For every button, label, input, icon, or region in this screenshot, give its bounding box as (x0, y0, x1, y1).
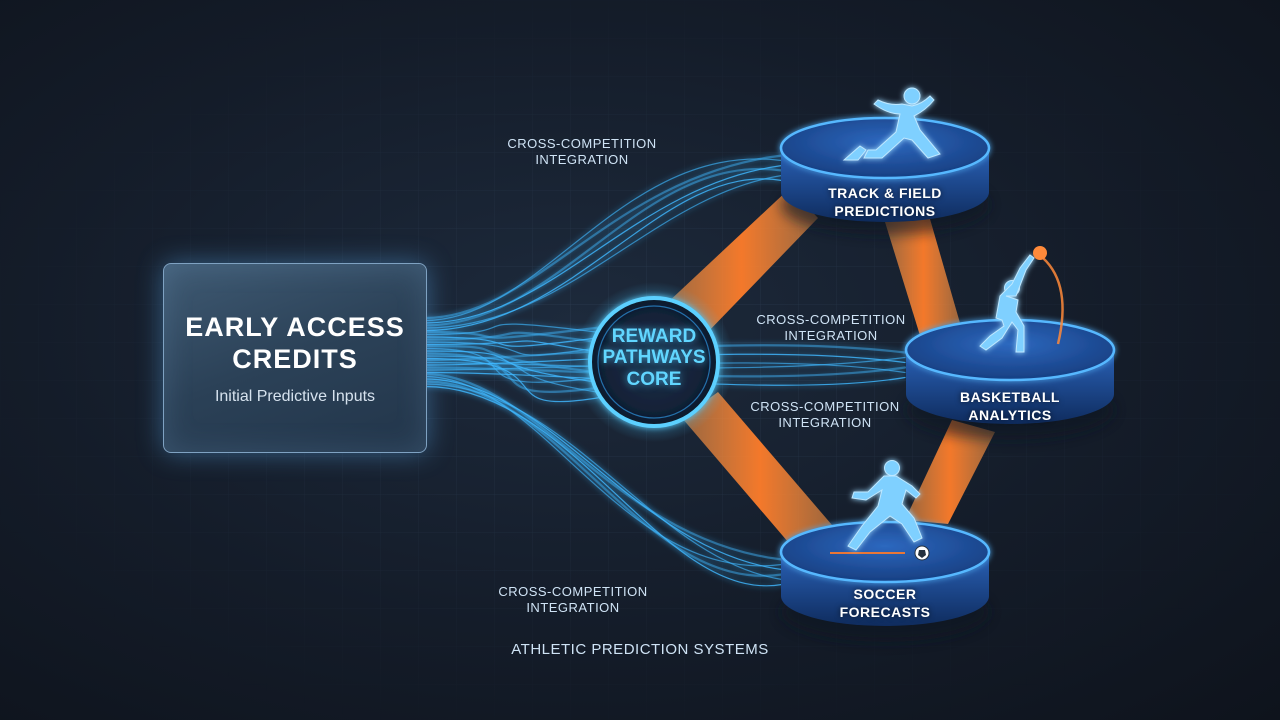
node-basketball (904, 318, 1116, 440)
start-box-subtitle: Initial Predictive Inputs (214, 388, 376, 405)
flow-line-9 (423, 331, 602, 344)
flow-line-14 (424, 350, 601, 384)
node-label-basketball: BASKETBALL ANALYTICS (960, 389, 1060, 423)
soccer-ball-icon (914, 545, 930, 561)
flow-line-5 (424, 178, 783, 332)
flow-line-26 (424, 378, 783, 571)
connection-label-right-lower: CROSS-COMPETITION INTEGRATION (750, 399, 900, 431)
flow-line-17 (424, 357, 601, 403)
flow-line-28 (424, 383, 783, 581)
orange-link-core-soccer (682, 392, 838, 556)
connection-label-top: CROSS-COMPETITION INTEGRATION (507, 136, 657, 168)
node-label-soccer: SOCCER FORECASTS (839, 586, 931, 620)
early-access-credits-box: EARLY ACCESS CREDITS Initial Predictive … (163, 263, 427, 453)
reward-core (574, 282, 734, 442)
basketball-player-icon (979, 254, 1035, 353)
orange-link-core-track (665, 188, 818, 335)
flow-line-29 (424, 385, 783, 587)
flow-line-4 (424, 174, 783, 329)
footer-caption: ATHLETIC PREDICTION SYSTEMS (511, 641, 769, 658)
connection-label-right-upper: CROSS-COMPETITION INTEGRATION (756, 312, 906, 344)
soccer-player-icon (847, 460, 923, 551)
orange-links (665, 188, 995, 556)
flow-line-2 (424, 164, 783, 324)
flow-line-16 (424, 355, 601, 394)
flow-line-7 (424, 323, 601, 336)
node-soccer (779, 520, 991, 642)
sprinter-icon (842, 87, 941, 161)
basketball-icon (1033, 246, 1064, 345)
flow-line-15 (423, 352, 602, 394)
flow-line-1 (424, 158, 783, 322)
orange-link-track-basketball (885, 212, 962, 342)
connection-label-bottom: CROSS-COMPETITION INTEGRATION (498, 584, 648, 616)
orange-link-basketball-soccer (905, 420, 995, 524)
flow-line-24 (423, 372, 784, 561)
flow-line-0 (423, 154, 784, 320)
core-label: REWARD PATHWAYS CORE (602, 326, 706, 390)
flow-line-3 (423, 167, 784, 327)
node-label-track-field: TRACK & FIELD PREDICTIONS (828, 185, 942, 219)
start-box-title: EARLY ACCESS CREDITS (185, 312, 405, 374)
flow-line-11 (424, 340, 601, 354)
